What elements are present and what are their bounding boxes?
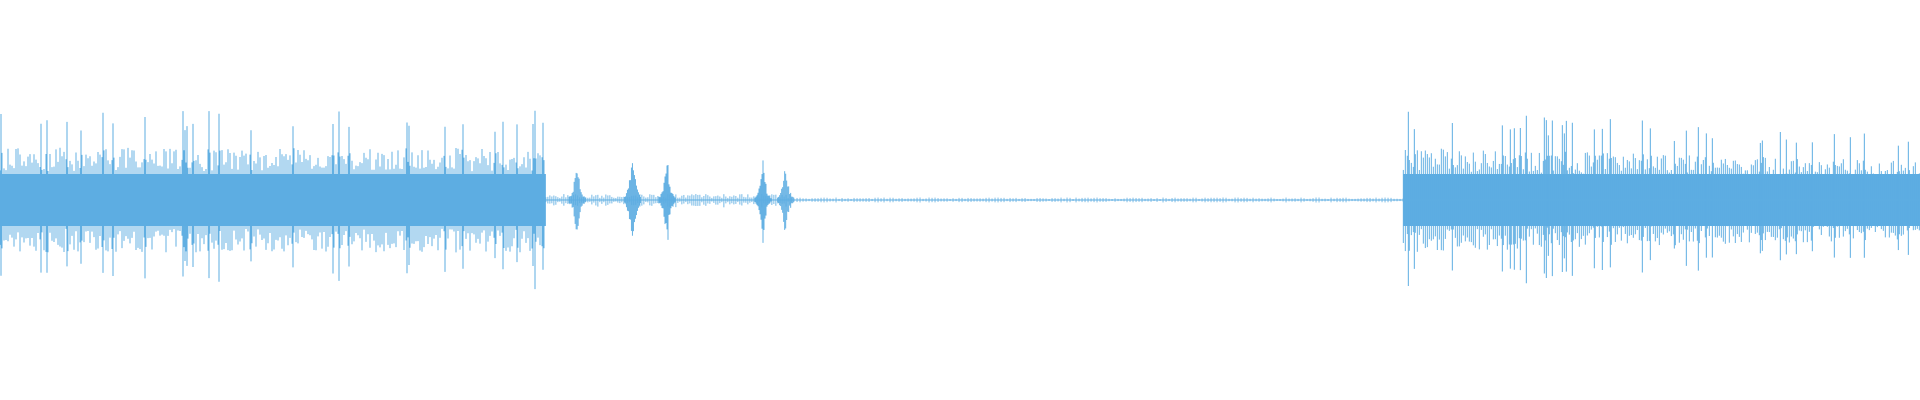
waveform-group [0,110,1920,290]
